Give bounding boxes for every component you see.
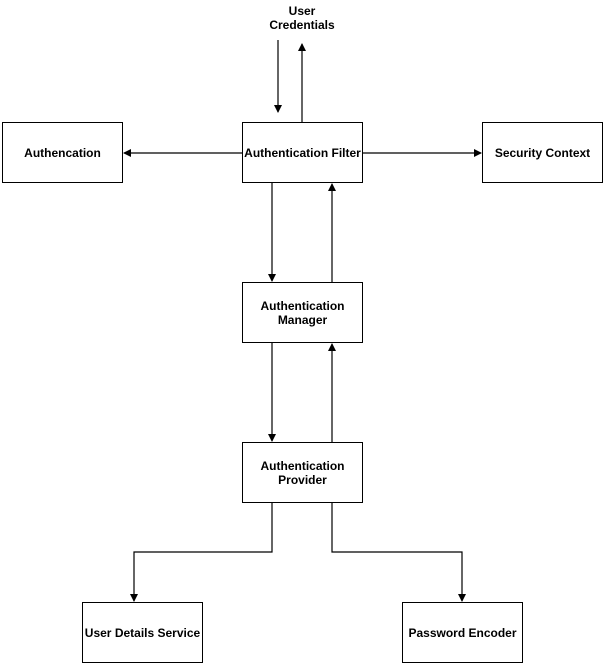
arrow-provider-to-user-details-service <box>130 503 273 602</box>
user-details-service-box: User Details Service <box>82 602 203 663</box>
password-encoder-box: Password Encoder <box>402 602 523 663</box>
user-credentials-label: User Credentials <box>269 4 335 32</box>
arrow-provider-to-password-encoder <box>331 503 466 602</box>
authentication-filter-box: Authentication Filter <box>242 122 363 183</box>
authentication-manager-box: Authentication Manager <box>242 282 363 343</box>
authentication-provider-box: Authentication Provider <box>242 442 363 503</box>
security-context-box: Security Context <box>482 122 603 183</box>
authencation-box: Authencation <box>2 122 123 183</box>
